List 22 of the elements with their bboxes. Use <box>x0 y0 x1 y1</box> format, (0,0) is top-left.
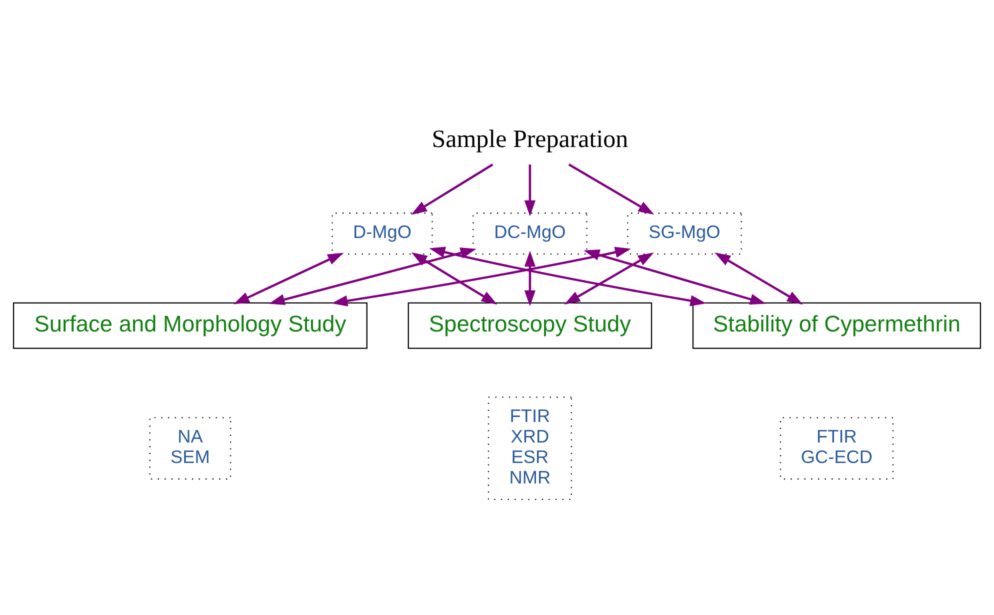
arrow <box>332 246 631 306</box>
arrow <box>584 249 766 304</box>
node-text: Sample Preparation <box>432 125 628 152</box>
node-box: D-MgO <box>332 212 433 254</box>
arrow <box>268 247 476 305</box>
node-box: DC-MgO <box>472 212 588 254</box>
node-box: FTIR GC-ECD <box>780 416 894 480</box>
node-box: FTIR XRD ESR NMR <box>488 396 572 500</box>
arrow <box>411 252 498 304</box>
node-box: Surface and Morphology Study <box>12 302 368 348</box>
arrow <box>233 252 344 304</box>
node-box: SG-MgO <box>627 212 742 254</box>
arrow <box>524 164 536 216</box>
node-box: Stability of Cypermethrin <box>692 302 982 348</box>
arrow <box>524 250 536 306</box>
node-box: NA SEM <box>149 416 232 480</box>
arrow <box>564 252 654 304</box>
arrow <box>714 252 803 304</box>
arrow <box>411 163 494 214</box>
arrow <box>568 163 654 214</box>
arrow <box>429 246 706 306</box>
node-box: Spectroscopy Study <box>408 302 652 348</box>
